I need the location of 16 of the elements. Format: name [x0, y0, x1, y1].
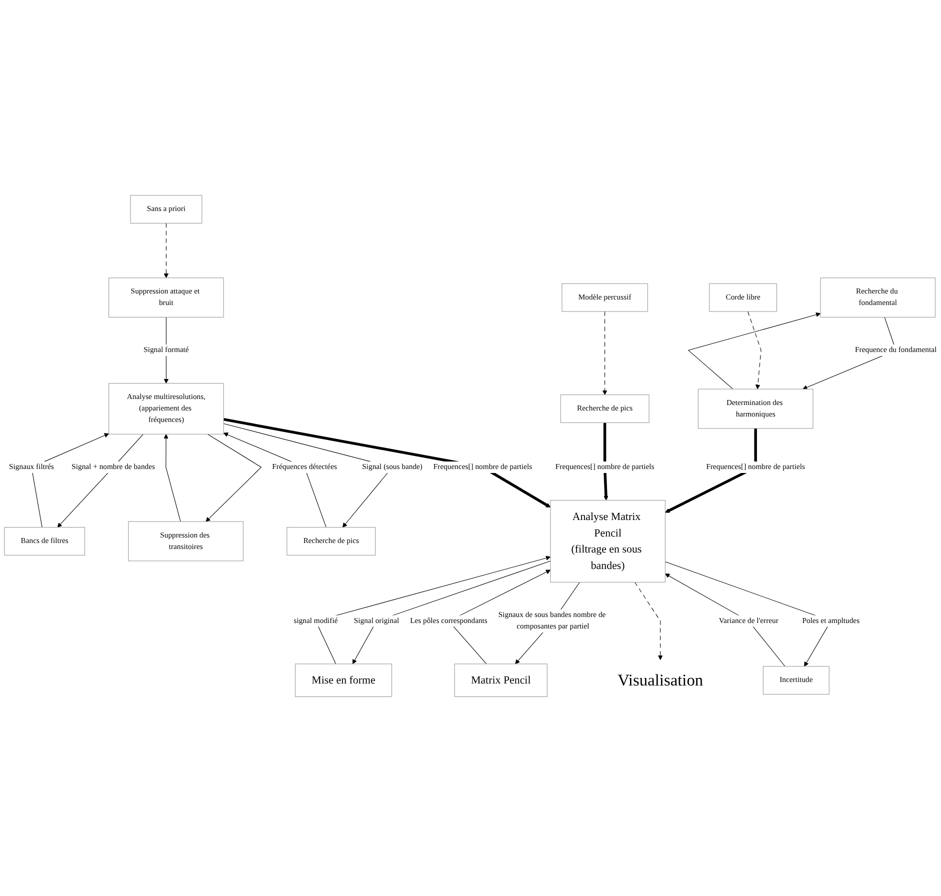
- node-text: Visualisation: [618, 671, 704, 690]
- node-box: Analyse Matrix Pencil (filtrage en sous bandes): [550, 500, 666, 582]
- arrow: [164, 222, 169, 278]
- arrow: [664, 428, 757, 513]
- arrow: [688, 312, 821, 390]
- arrow: [748, 311, 762, 390]
- arrow: [352, 560, 551, 664]
- arrow: [164, 434, 181, 522]
- node-box: Matrix Pencil: [454, 664, 548, 697]
- arrow: [634, 582, 663, 660]
- arrow: [223, 418, 551, 508]
- arrow: [206, 434, 262, 522]
- arrow: [603, 422, 608, 500]
- node-box: Mise en forme: [294, 664, 392, 697]
- arrow: [602, 311, 608, 395]
- arrow: [664, 573, 786, 667]
